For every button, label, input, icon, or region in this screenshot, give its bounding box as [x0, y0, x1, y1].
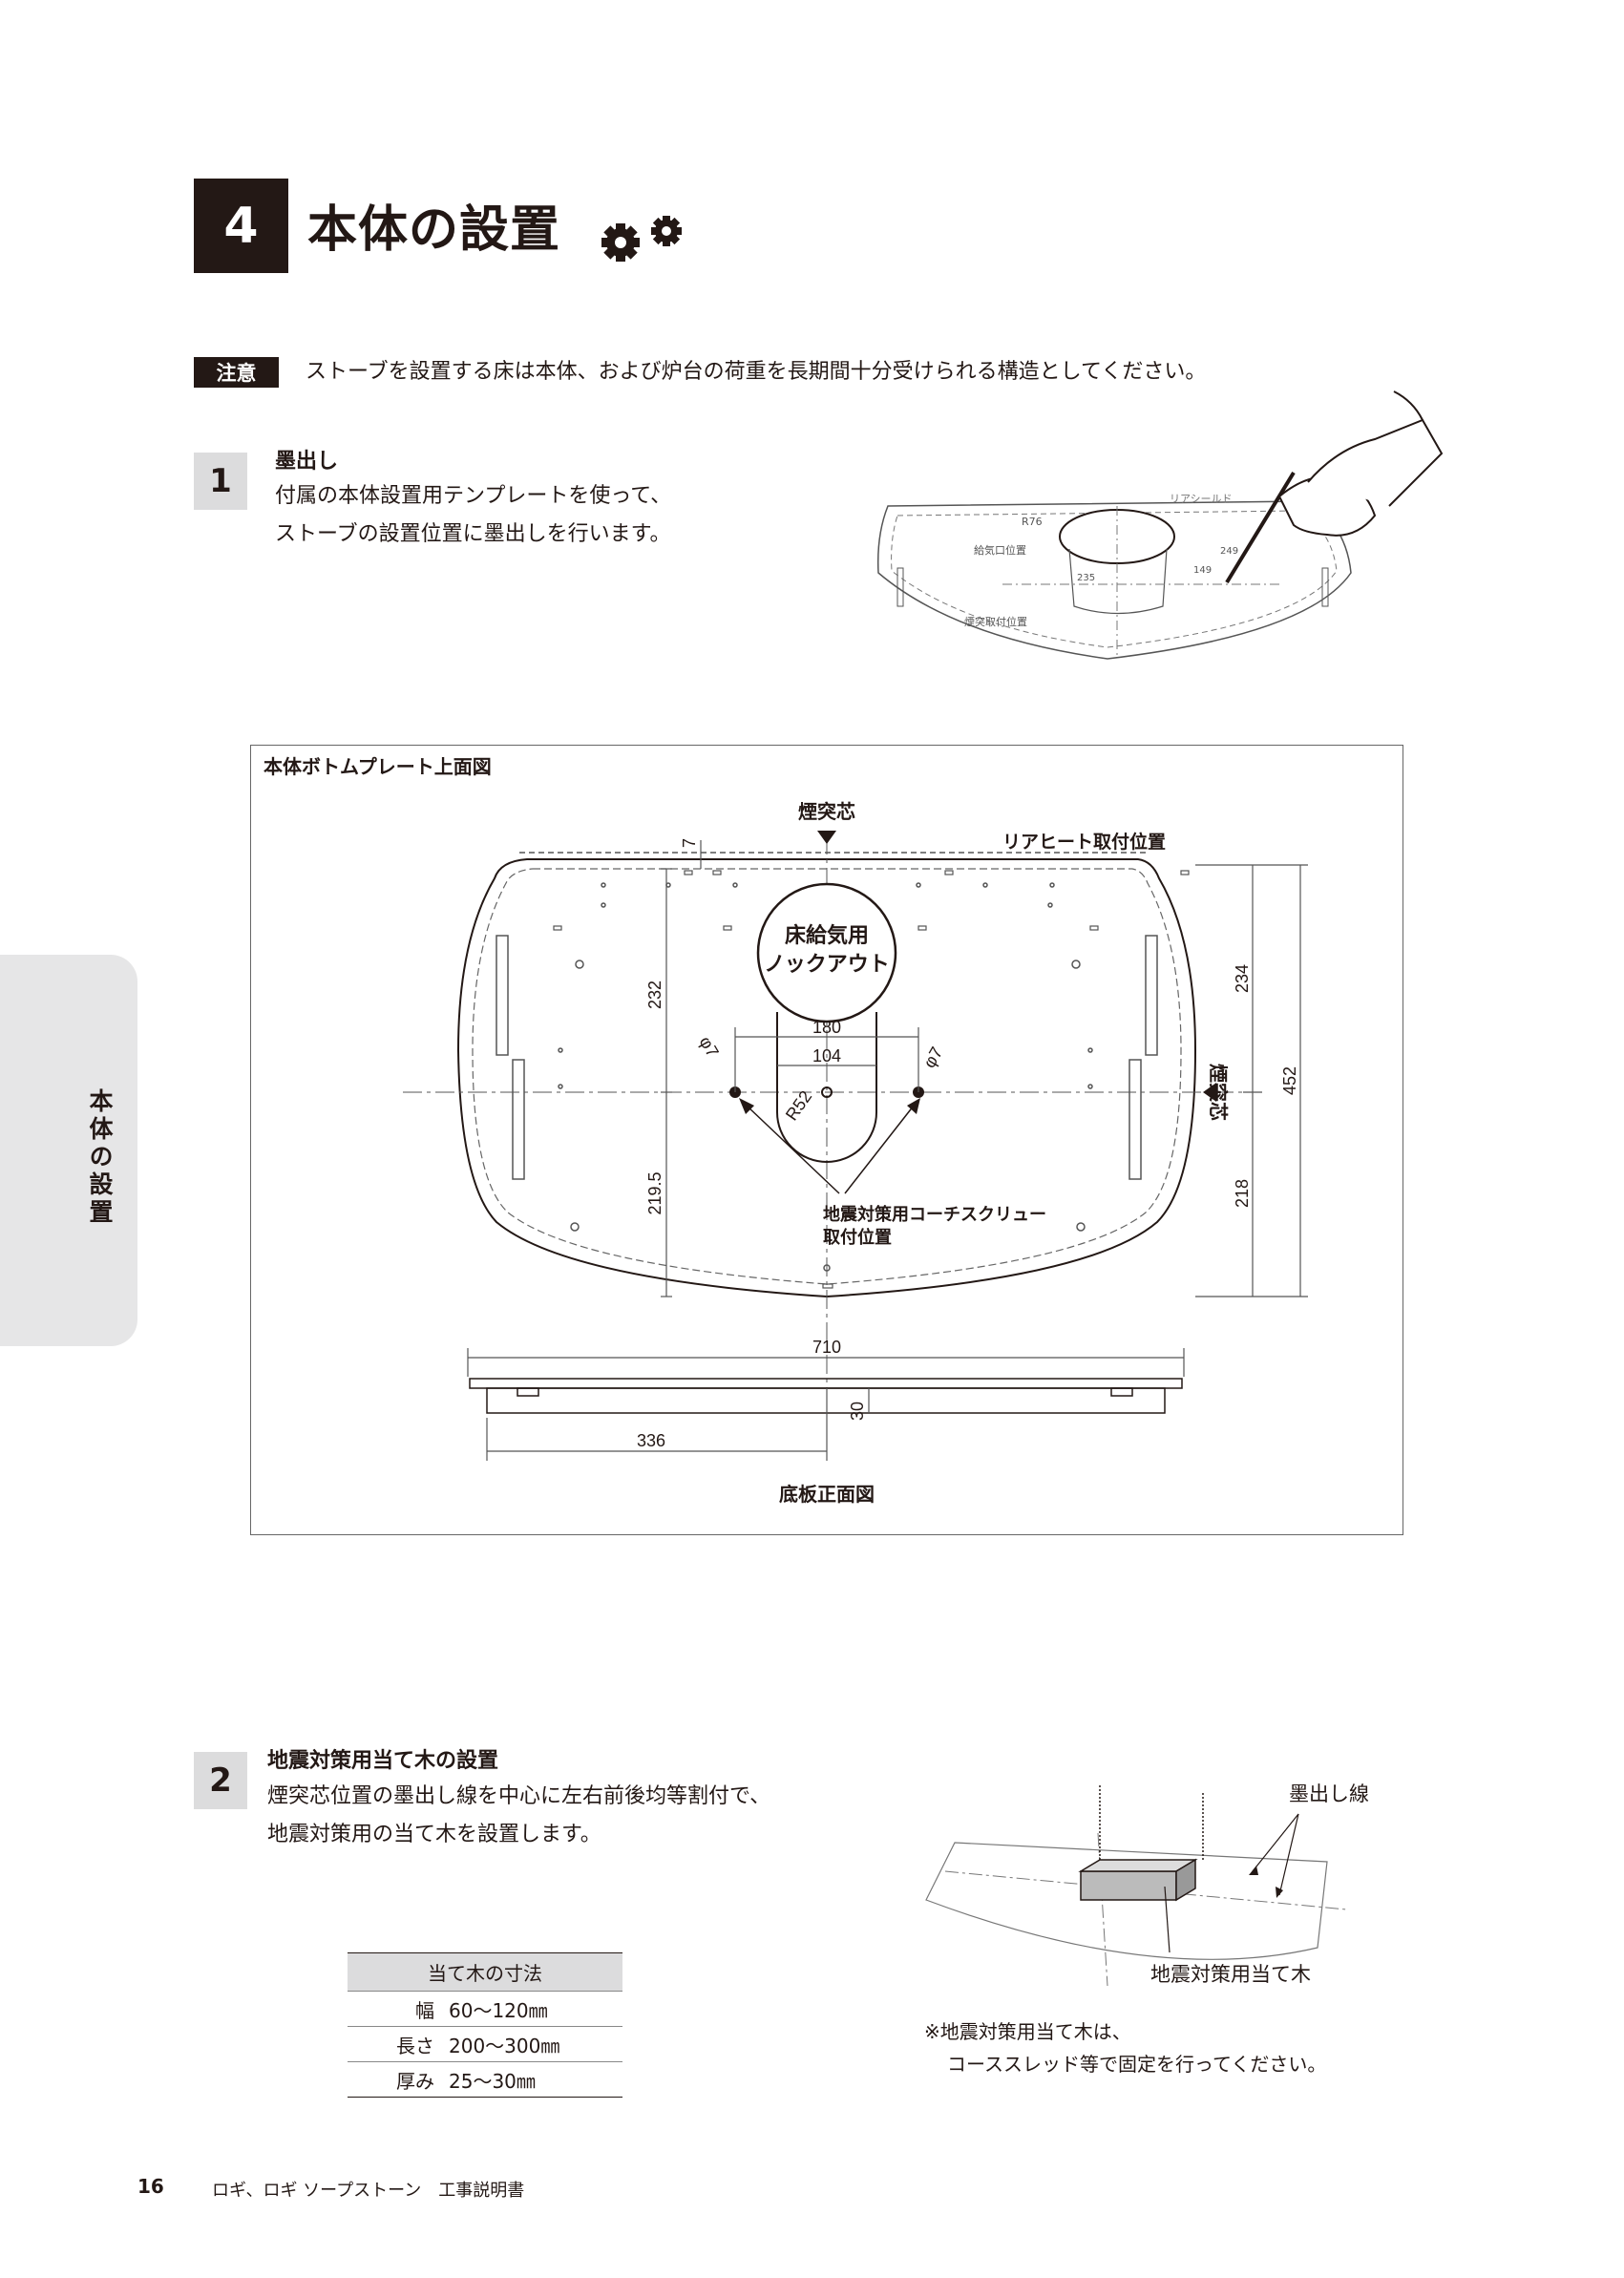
dim-452: 452 — [1280, 1066, 1299, 1095]
screw-label-2: 取付位置 — [823, 1227, 892, 1247]
step1-title: 墨出し — [275, 450, 339, 474]
section-number: 4 — [194, 179, 288, 273]
dim-234: 234 — [1233, 964, 1252, 993]
step2-line-2: 地震対策用の当て木を設置します。 — [267, 1823, 601, 1846]
step2-line-1: 煙突芯位置の墨出し線を中心に左右前後均等割付で、 — [267, 1784, 771, 1808]
caution-text: ストーブを設置する床は本体、および炉台の荷重を長期間十分受けられる構造としてくだ… — [306, 360, 1207, 384]
phi7-left: φ7 — [696, 1033, 723, 1061]
dim-235-label: 235 — [1077, 573, 1095, 583]
table-row: 幅 60〜120㎜ — [348, 1991, 622, 2027]
side-tab-label: 本体の設置 — [86, 1088, 114, 1227]
step2-badge: 2 — [194, 1752, 247, 1809]
phi7-right: φ7 — [919, 1044, 946, 1071]
dim-232: 232 — [645, 981, 664, 1009]
intake-position-label: 給気口位置 — [974, 543, 1026, 557]
rear-shield-label: リアシールド — [1170, 493, 1233, 505]
chimney-position-label: 煙突取付位置 — [964, 615, 1027, 628]
wood-block-illustration: 墨出し線 地震対策用当て木 — [925, 1783, 1369, 1987]
dim-149-label: 149 — [1193, 565, 1212, 576]
step2-title: 地震対策用当て木の設置 — [267, 1749, 499, 1773]
step1-line-2: ストーブの設置位置に墨出しを行います。 — [275, 522, 671, 546]
note-line-2: コーススレッド等で固定を行ってください。 — [947, 2053, 1327, 2076]
knockout-label-1: 床給気用 — [785, 923, 869, 947]
dim-180: 180 — [812, 1018, 841, 1037]
dim-710: 710 — [812, 1338, 841, 1357]
caution-badge: 注意 — [194, 357, 279, 388]
r52-label: R52 — [782, 1087, 815, 1125]
template-marking-illustration: リアシールド R76 給気口位置 煙突取付位置 149 249 235 — [876, 390, 1444, 660]
table-row: 厚み 25〜30㎜ — [348, 2061, 622, 2098]
wood-block-label: 地震対策用当て木 — [1150, 1964, 1311, 1986]
chimney-center-side-label: 煙突芯 — [1207, 1064, 1230, 1121]
diagram-panel — [250, 745, 1403, 1535]
screw-label-1: 地震対策用コーチスクリュー — [823, 1204, 1046, 1224]
dim-104: 104 — [812, 1046, 841, 1065]
page-number: 16 — [137, 2175, 164, 2198]
r76-label: R76 — [1022, 516, 1043, 528]
knockout-label-2: ノックアウト — [764, 952, 890, 976]
note-line-1: ※地震対策用当て木は、 — [924, 2020, 1131, 2043]
rear-heat-label: リアヒート取付位置 — [1002, 831, 1166, 853]
footer-title: ロギ、ロギ ソープストーン 工事説明書 — [212, 2181, 525, 2201]
front-view-drawing — [469, 1378, 1183, 1414]
table-row: 長さ 200〜300㎜ — [348, 2026, 622, 2062]
dim-219-5: 219.5 — [645, 1171, 664, 1214]
diagram-title: 本体ボトムプレート上面図 — [264, 755, 492, 778]
table-header: 当て木の寸法 — [348, 1952, 622, 1992]
marking-line-label: 墨出し線 — [1289, 1783, 1369, 1805]
step1-badge: 1 — [194, 453, 247, 510]
chimney-center-top-label: 煙突芯 — [798, 800, 855, 823]
dim-218: 218 — [1233, 1179, 1252, 1208]
dim-249-label: 249 — [1220, 546, 1238, 557]
hand-with-pen-icon — [1225, 390, 1444, 584]
dim-30: 30 — [848, 1402, 867, 1421]
wood-dimensions-table: 当て木の寸法 幅 60〜120㎜ 長さ 200〜300㎜ 厚み 25〜30㎜ — [348, 1952, 622, 2098]
dim-7: 7 — [680, 838, 699, 848]
bottom-plate-diagram: 本体ボトムプレート上面図 煙突芯 リアヒート取付位置 床給気用 ノックアウト 地… — [264, 755, 1308, 1506]
dim-336: 336 — [637, 1431, 665, 1450]
step1-line-1: 付属の本体設置用テンプレートを使って、 — [275, 484, 672, 508]
gear-icon — [601, 216, 682, 262]
section-title: 本体の設置 — [307, 201, 561, 259]
side-tab — [0, 955, 137, 1346]
front-view-title: 底板正面図 — [779, 1483, 875, 1506]
